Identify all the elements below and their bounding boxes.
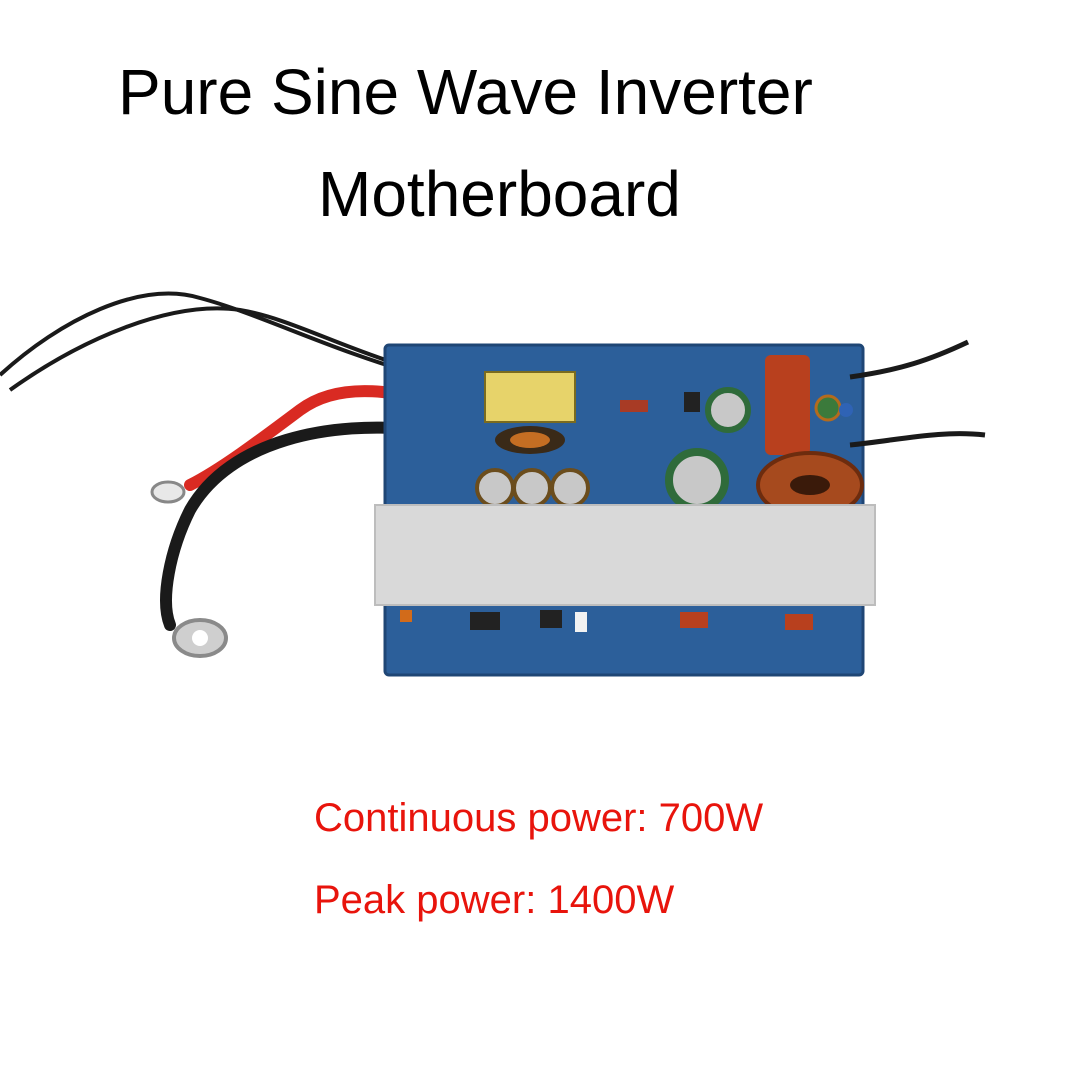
inverter-motherboard-photo [0, 291, 986, 677]
black-power-wire [160, 421, 426, 631]
film-capacitor [765, 355, 810, 455]
peak-power-spec: Peak power: 1400W [314, 878, 675, 922]
capacitor-3 [550, 468, 590, 508]
capacitor-2 [512, 468, 552, 508]
capacitor-green-small [705, 387, 751, 433]
capacitor-green-large [665, 448, 729, 512]
black-signal-wire-1 [0, 291, 421, 377]
transformer [484, 371, 576, 423]
black-signal-wire-2 [8, 306, 461, 392]
aluminum-heatsink [374, 504, 876, 606]
output-wire-2 [849, 431, 986, 448]
title-line-1: Pure Sine Wave Inverter [118, 56, 813, 128]
capacitor-1 [475, 468, 515, 508]
red-ring-terminal [150, 480, 186, 504]
output-wire-1 [849, 339, 970, 380]
continuous-power-spec: Continuous power: 700W [314, 796, 764, 840]
title-line-2: Motherboard [318, 158, 681, 230]
